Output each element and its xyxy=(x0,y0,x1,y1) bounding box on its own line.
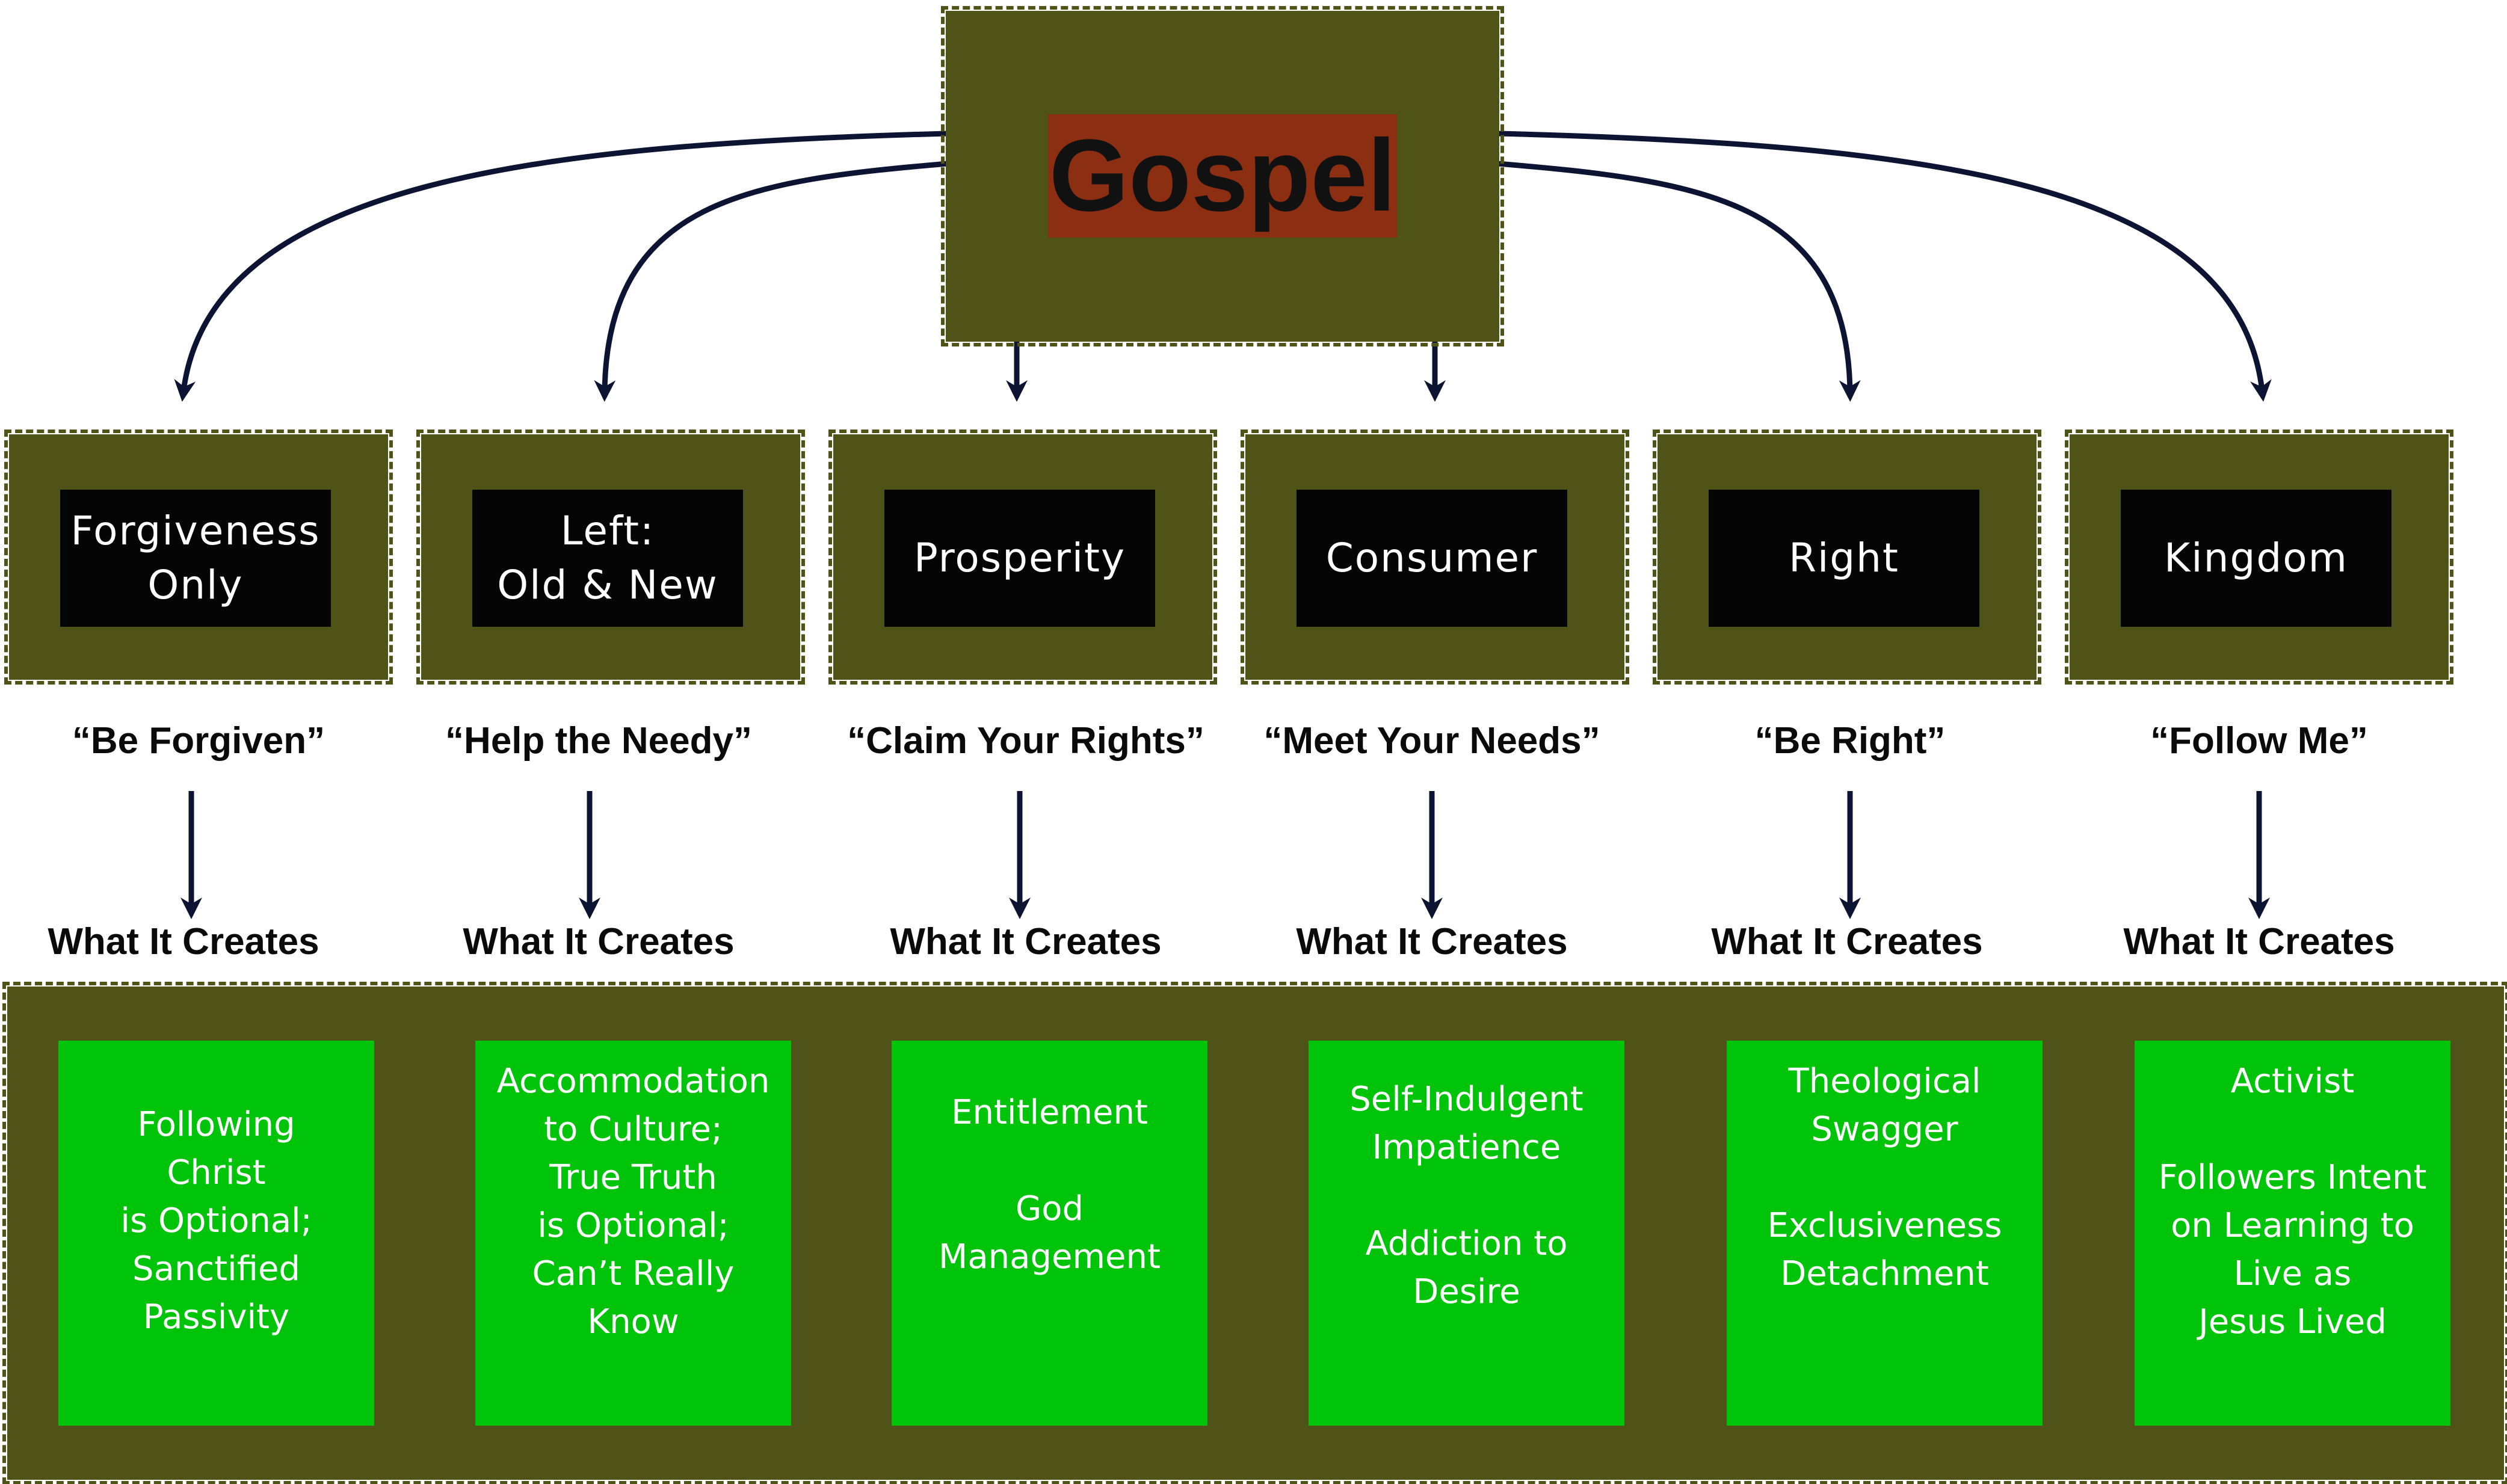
what-it-creates-label: What It Creates xyxy=(2123,921,2395,962)
result-box: Self-Indulgent Impatience Addiction to D… xyxy=(1309,1041,1624,1426)
slogan: “Claim Your Rights” xyxy=(847,720,1204,762)
slogan: “Help the Needy” xyxy=(445,720,752,762)
results-band xyxy=(2,982,2507,1484)
result-box: Following Christ is Optional; Sanctified… xyxy=(58,1041,374,1426)
what-it-creates-label: What It Creates xyxy=(890,921,1162,962)
category-label: Consumer xyxy=(1297,490,1567,627)
slogan: “Be Forgiven” xyxy=(72,720,325,762)
category-label: Right xyxy=(1709,490,1979,627)
what-it-creates-label: What It Creates xyxy=(1296,921,1568,962)
arrow-root-to-forgiveness xyxy=(174,131,948,402)
category-node-prosperity: Prosperity xyxy=(828,429,1217,685)
slogan: “Be Right” xyxy=(1754,720,1946,762)
what-it-creates-label: What It Creates xyxy=(48,921,319,962)
category-node-kingdom: Kingdom xyxy=(2065,429,2453,685)
result-box: Activist Followers Intent on Learning to… xyxy=(2135,1041,2450,1426)
root-label: Gospel xyxy=(1048,114,1397,238)
slogan: “Meet Your Needs” xyxy=(1263,720,1600,762)
what-it-creates-label: What It Creates xyxy=(1711,921,1983,962)
arrow-root-to-kingdom xyxy=(1497,131,2272,402)
category-label: Left: Old & New xyxy=(472,490,743,627)
result-box: Theological Swagger Exclusiveness Detach… xyxy=(1727,1041,2043,1426)
result-box: Entitlement God Management xyxy=(892,1041,1207,1426)
category-label: Prosperity xyxy=(884,490,1155,627)
category-node-left: Left: Old & New xyxy=(416,429,805,685)
what-it-creates-label: What It Creates xyxy=(463,921,735,962)
category-node-right: Right xyxy=(1653,429,2041,685)
arrow-root-to-right xyxy=(1497,161,1861,402)
category-node-consumer: Consumer xyxy=(1241,429,1629,685)
category-label: Kingdom xyxy=(2121,490,2391,627)
result-box: Accommodation to Culture; True Truth is … xyxy=(475,1041,791,1426)
category-label: Forgiveness Only xyxy=(60,490,331,627)
arrow-root-to-left xyxy=(594,161,948,402)
slogan: “Follow Me” xyxy=(2150,720,2368,762)
category-node-forgiveness: Forgiveness Only xyxy=(4,429,393,685)
